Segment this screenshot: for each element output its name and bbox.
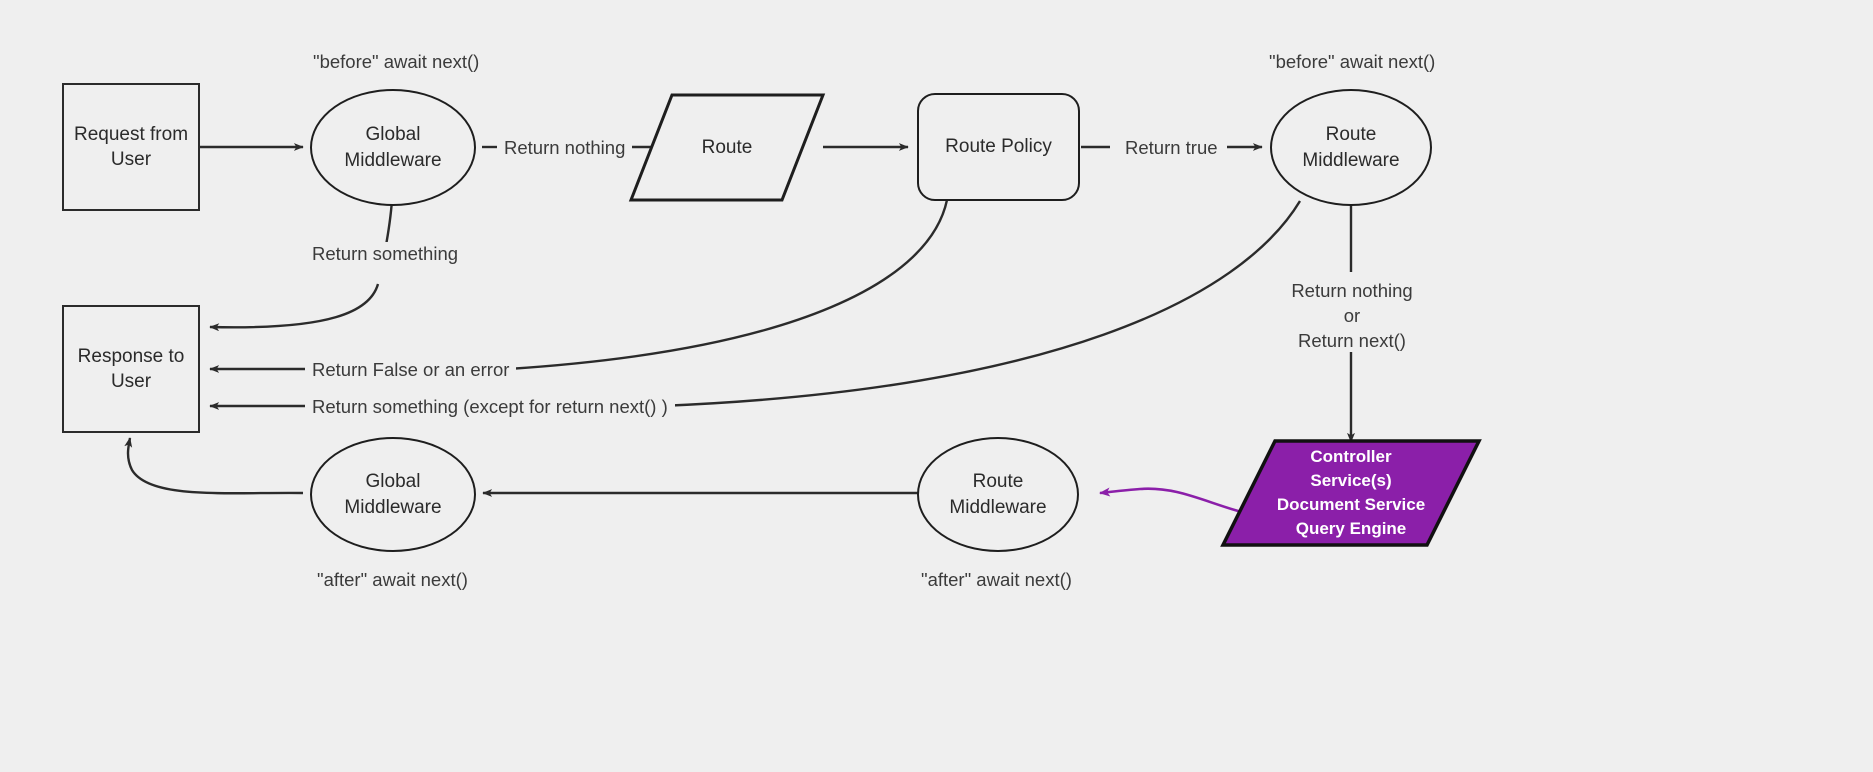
node-global-middleware-bottom-line1: Global bbox=[365, 471, 421, 493]
node-route-middleware-bottom-label: Route Middleware bbox=[949, 469, 1046, 520]
node-global-middleware-top-line1: Global bbox=[365, 124, 421, 146]
node-route-label: Route bbox=[702, 135, 753, 160]
caption-after-await-next-left: "after" await next() bbox=[317, 569, 468, 590]
edge-global-middleware-bottom-to-response bbox=[124, 437, 304, 495]
edge-label-return-nothing-line: Return nothing bbox=[1291, 280, 1413, 301]
node-route-middleware-bottom-line1: Route bbox=[972, 471, 1024, 493]
edge-label-return-nothing: Return nothing bbox=[497, 136, 633, 161]
node-route-policy-line1: Route Policy bbox=[945, 136, 1052, 158]
node-route[interactable]: Route bbox=[628, 92, 826, 203]
edge-route-middleware-return-something-curve bbox=[659, 200, 1302, 408]
node-response-to-user-label: Response to User bbox=[78, 344, 185, 395]
node-global-middleware-top-line2: Middleware bbox=[344, 149, 442, 171]
edge-label-return-something-top: Return something bbox=[305, 242, 466, 267]
node-route-policy-label: Route Policy bbox=[945, 134, 1052, 159]
node-route-line1: Route bbox=[701, 136, 753, 158]
node-request-from-user-label: Request from User bbox=[74, 122, 188, 173]
node-request-from-user-line2: User bbox=[110, 149, 152, 170]
edge-route-policy-return-false-curve bbox=[507, 199, 949, 371]
node-global-middleware-top-label: Global Middleware bbox=[344, 122, 441, 173]
node-route-policy[interactable]: Route Policy bbox=[917, 93, 1080, 201]
node-response-to-user[interactable]: Response to User bbox=[62, 305, 200, 433]
node-request-from-user-line1: Request from bbox=[73, 123, 189, 145]
node-route-middleware-top[interactable]: Route Middleware bbox=[1270, 89, 1432, 206]
caption-before-await-next-left: "before" await next() bbox=[313, 51, 480, 72]
node-global-middleware-top[interactable]: Global Middleware bbox=[310, 89, 476, 206]
node-controller-services[interactable]: Controller Service(s) Document Service Q… bbox=[1220, 438, 1482, 548]
controller-parallelogram-shape bbox=[1220, 438, 1482, 548]
node-global-middleware-bottom-label: Global Middleware bbox=[344, 469, 441, 520]
node-controller-services-label: Controller Service(s) Document Service Q… bbox=[1277, 445, 1425, 542]
edge-label-return-false-or-error: Return False or an error bbox=[305, 358, 517, 383]
node-route-middleware-bottom[interactable]: Route Middleware bbox=[917, 437, 1079, 552]
edge-controller-to-route-middleware-bottom bbox=[1099, 487, 1254, 517]
node-controller-line2: Service(s) bbox=[1310, 470, 1392, 490]
node-controller-line4: Query Engine bbox=[1295, 519, 1407, 539]
caption-after-await-next-right: "after" await next() bbox=[921, 569, 1072, 590]
node-route-middleware-top-label: Route Middleware bbox=[1302, 122, 1399, 173]
edge-global-middleware-return-something-tail bbox=[209, 283, 380, 332]
node-controller-line3: Document Service bbox=[1276, 495, 1426, 514]
edge-label-or-line: or bbox=[1343, 304, 1361, 326]
edge-label-return-true: Return true bbox=[1118, 136, 1225, 161]
node-response-to-user-line2: User bbox=[110, 371, 152, 392]
node-global-middleware-bottom-line2: Middleware bbox=[344, 496, 442, 518]
caption-before-await-next-right: "before" await next() bbox=[1269, 51, 1436, 72]
edge-label-return-next-line: Return next() bbox=[1298, 329, 1406, 351]
node-request-from-user[interactable]: Request from User bbox=[62, 83, 200, 211]
edge-label-return-nothing-or-next: Return nothing or Return next() bbox=[1271, 279, 1433, 354]
route-parallelogram-shape bbox=[628, 92, 826, 203]
node-route-middleware-bottom-line2: Middleware bbox=[949, 496, 1047, 518]
edge-label-return-something-except-next: Return something (except for return next… bbox=[305, 395, 675, 420]
node-response-to-user-line1: Response to bbox=[77, 345, 185, 367]
node-route-middleware-top-line1: Route bbox=[1325, 124, 1377, 146]
node-route-middleware-top-line2: Middleware bbox=[1302, 149, 1400, 171]
node-controller-line1: Controller bbox=[1310, 446, 1392, 466]
node-global-middleware-bottom[interactable]: Global Middleware bbox=[310, 437, 476, 552]
